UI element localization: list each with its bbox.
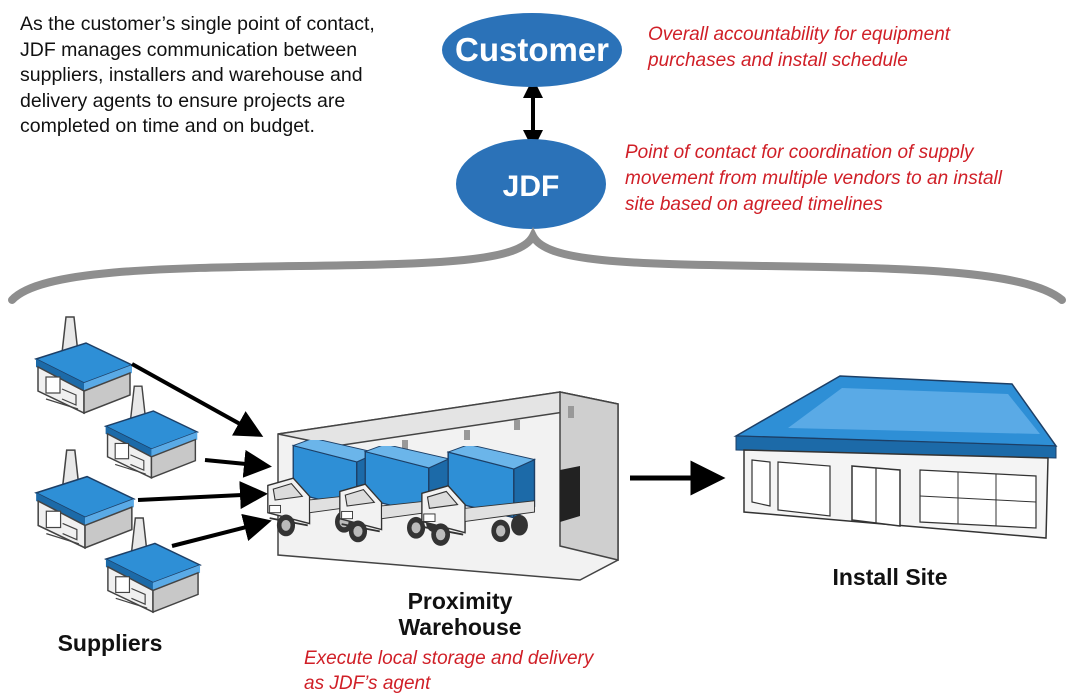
customer-description: Overall accountability for equipment pur… — [648, 22, 950, 74]
supplier-factory-icon — [35, 316, 133, 414]
jdf-description-line: Point of contact for coordination of sup… — [625, 142, 974, 163]
suppliers-label: Suppliers — [57, 630, 163, 656]
warehouse-description: Execute local storage and delivery as JD… — [304, 646, 593, 696]
warehouse-description-line: Execute local storage and delivery — [304, 648, 594, 669]
jdf-description-line: movement from multiple vendors to an ins… — [625, 168, 1002, 189]
warehouse-label-line: Warehouse — [398, 614, 522, 640]
install-site-label: Install Site — [832, 564, 948, 590]
jdf-description: Point of contact for coordination of sup… — [625, 140, 1002, 218]
supplier-to-warehouse-arrow — [131, 362, 264, 437]
warehouse-label: Proximity Warehouse — [360, 588, 560, 640]
intro-paragraph: As the customer’s single point of contac… — [20, 13, 375, 137]
jdf-description-line: site based on agreed timelines — [625, 194, 883, 215]
supplier-to-warehouse-arrow — [137, 481, 268, 510]
proximity-warehouse-icon — [266, 391, 619, 581]
jdf-scope-brace — [8, 227, 1066, 304]
supplier-to-warehouse-arrow — [171, 513, 272, 548]
supplier-factory-icon — [35, 449, 135, 549]
customer-description-line: Overall accountability for equipment — [648, 24, 951, 45]
install-site-icon — [733, 375, 1058, 539]
supplier-to-warehouse-arrow — [204, 449, 272, 478]
warehouse-label-line: Proximity — [407, 588, 513, 614]
warehouse-description-line: as JDF’s agent — [304, 673, 431, 694]
customer-bubble — [442, 13, 622, 87]
jdf-bubble — [456, 139, 606, 229]
jdf-label: JDF — [503, 170, 560, 203]
customer-label: Customer — [455, 31, 609, 68]
customer-description-line: purchases and install schedule — [648, 50, 908, 71]
